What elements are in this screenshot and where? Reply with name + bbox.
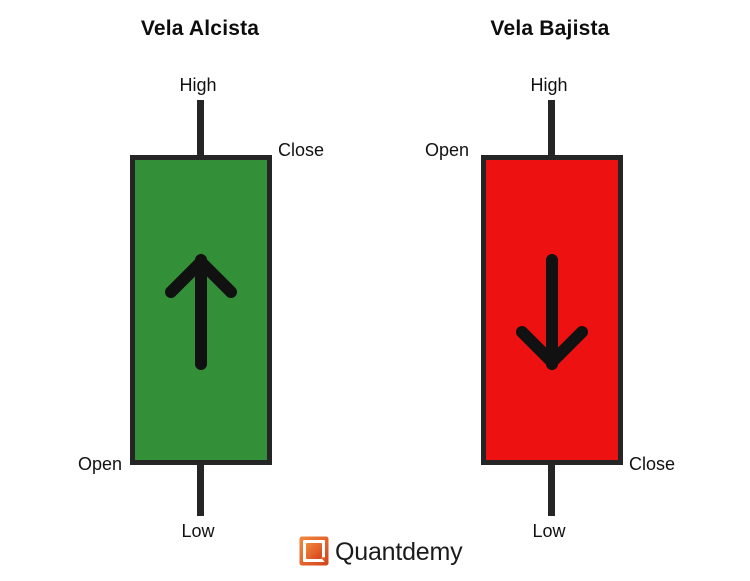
label-low-bullish: Low — [181, 521, 215, 541]
upper-wick-bullish — [197, 100, 204, 158]
brand-logo-text: Quantdemy — [335, 537, 463, 566]
quantdemy-logo-icon — [299, 536, 329, 566]
lower-wick-bearish — [548, 462, 555, 516]
label-low-bearish: Low — [532, 521, 566, 541]
panel-title-bearish: Vela Bajista — [490, 17, 610, 40]
candlestick-bullish: High Close Open Low — [77, 75, 325, 541]
brand-logo: Quantdemy — [299, 534, 463, 568]
label-close-bullish: Close — [278, 140, 325, 160]
lower-wick-bullish — [197, 462, 204, 516]
label-close-bearish: Close — [629, 454, 676, 474]
label-high-bearish: High — [530, 75, 568, 95]
label-open-bullish: Open — [77, 454, 122, 474]
candlestick-bearish: High Open Close Low — [375, 0, 750, 581]
arrow-down-icon — [512, 252, 592, 372]
label-high-bullish: High — [179, 75, 217, 95]
label-open-bearish: Open — [424, 140, 469, 160]
upper-wick-bearish — [548, 100, 555, 158]
panel-title-bullish: Vela Alcista — [140, 17, 260, 40]
arrow-up-icon — [161, 252, 241, 372]
